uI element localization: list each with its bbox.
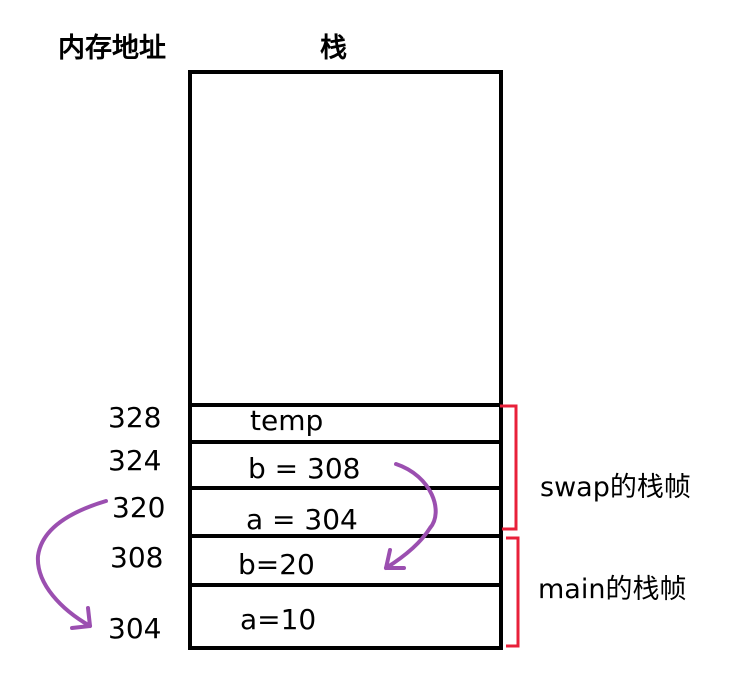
stack-divider-324 bbox=[188, 440, 503, 444]
address-320: 320 bbox=[112, 491, 166, 524]
stack-divider-308 bbox=[188, 534, 503, 538]
stack-divider-328 bbox=[188, 403, 503, 407]
stack-divider-320 bbox=[188, 486, 503, 490]
address-328: 328 bbox=[108, 401, 162, 434]
main-frame-bracket bbox=[506, 536, 520, 648]
swap-frame-bracket bbox=[500, 404, 518, 531]
stack-header: 栈 bbox=[320, 33, 347, 64]
cell-main-b: b=20 bbox=[238, 548, 315, 581]
memory-address-header: 内存地址 bbox=[58, 33, 166, 64]
pointer-arrowhead-304 bbox=[70, 606, 92, 630]
cell-temp: temp bbox=[250, 404, 324, 437]
stack-divider-304 bbox=[188, 583, 503, 587]
pointer-arrowhead-308 bbox=[384, 548, 406, 570]
address-324: 324 bbox=[108, 444, 162, 477]
stack-box bbox=[188, 70, 503, 650]
cell-main-a: a=10 bbox=[240, 603, 317, 636]
address-308: 308 bbox=[110, 541, 164, 574]
cell-swap-b: b = 308 bbox=[248, 452, 361, 485]
swap-frame-label: swap的栈帧 bbox=[540, 472, 691, 503]
pointer-arrow-320-to-304 bbox=[35, 499, 108, 628]
cell-swap-a: a = 304 bbox=[246, 503, 358, 536]
address-304: 304 bbox=[108, 612, 162, 645]
pointer-arrow-b-to-308 bbox=[384, 462, 438, 570]
main-frame-label: main的栈帧 bbox=[538, 574, 687, 605]
